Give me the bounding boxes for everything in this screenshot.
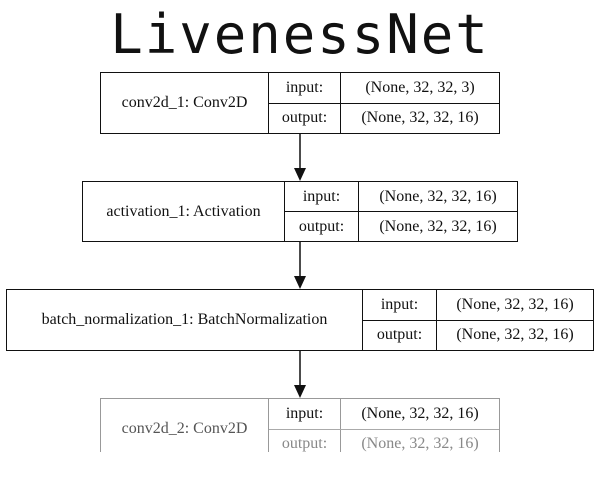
output-label: output: xyxy=(269,103,341,133)
output-shape: (None, 32, 32, 16) xyxy=(379,217,497,235)
output-label: output: xyxy=(269,429,341,459)
input-label: input: xyxy=(269,399,341,429)
layer-node-batch-normalization-1: batch_normalization_1: BatchNormalizatio… xyxy=(6,289,594,351)
crop-edge xyxy=(0,452,600,501)
input-label: input: xyxy=(363,290,437,320)
layer-node-activation-1: activation_1: Activation input: (None, 3… xyxy=(82,181,518,242)
layer-node-conv2d-1: conv2d_1: Conv2D input: (None, 32, 32, 3… xyxy=(100,72,500,134)
connector-arrow xyxy=(294,351,306,398)
input-shape: (None, 32, 32, 16) xyxy=(379,187,497,205)
layer-name: conv2d_2: Conv2D xyxy=(101,399,269,459)
connector-arrow xyxy=(294,242,306,289)
layer-name: activation_1: Activation xyxy=(83,182,285,241)
output-shape: (None, 32, 32, 16) xyxy=(361,435,479,453)
diagram-title: LivenessNet xyxy=(110,3,490,66)
input-shape: (None, 32, 32, 16) xyxy=(456,295,574,313)
output-label: output: xyxy=(363,320,437,350)
output-shape: (None, 32, 32, 16) xyxy=(361,109,479,127)
input-label: input: xyxy=(269,73,341,103)
output-label: output: xyxy=(285,212,359,241)
input-shape: (None, 32, 32, 3) xyxy=(365,78,475,96)
connector-arrow xyxy=(294,134,306,181)
layer-name: conv2d_1: Conv2D xyxy=(101,73,269,133)
layer-node-conv2d-2: conv2d_2: Conv2D input: (None, 32, 32, 1… xyxy=(100,398,500,460)
output-shape: (None, 32, 32, 16) xyxy=(456,326,574,344)
input-label: input: xyxy=(285,182,359,211)
layer-name: batch_normalization_1: BatchNormalizatio… xyxy=(7,290,363,350)
input-shape: (None, 32, 32, 16) xyxy=(361,404,479,422)
